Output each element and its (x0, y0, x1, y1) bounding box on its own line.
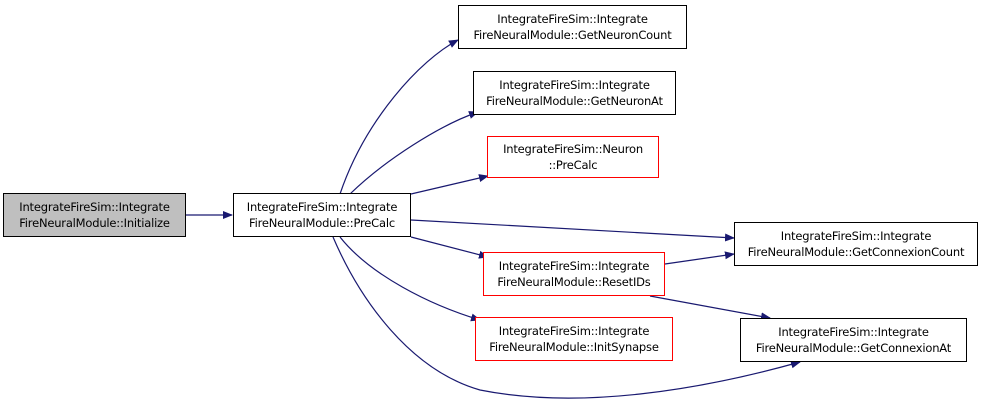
node-getneuronat-line1: IntegrateFireSim::Integrate (499, 78, 650, 92)
edge-precalc-to-getneuroncount (339, 39, 459, 195)
node-getneuroncount-line2: FireNeuralModule::GetNeuronCount (473, 28, 672, 42)
edge-precalc-to-getneuronat (349, 111, 479, 195)
node-precalc-line1: IntegrateFireSim::Integrate (246, 200, 398, 214)
node-initsynapse-line1: IntegrateFireSim::Integrate (498, 324, 650, 338)
edge-precalc-to-getconnexionat (332, 236, 801, 399)
node-neuron-precalc[interactable]: IntegrateFireSim::Neuron ::PreCalc (487, 136, 659, 178)
edge-precalc-to-resetids (410, 236, 489, 259)
edge-precalc-to-getconnexioncount (410, 219, 735, 242)
node-resetids[interactable]: IntegrateFireSim::Integrate FireNeuralMo… (483, 252, 665, 296)
node-initialize-line1: IntegrateFireSim::Integrate (19, 200, 170, 214)
node-getneuronat[interactable]: IntegrateFireSim::Integrate FireNeuralMo… (473, 71, 676, 115)
node-resetids-line1: IntegrateFireSim::Integrate (498, 259, 650, 273)
node-initsynapse[interactable]: IntegrateFireSim::Integrate FireNeuralMo… (475, 317, 673, 361)
edge-resetids-to-getconnexioncount (664, 251, 735, 265)
node-precalc-line2: FireNeuralModule::PreCalc (249, 216, 395, 230)
node-precalc[interactable]: IntegrateFireSim::Integrate FireNeuralMo… (233, 193, 411, 237)
node-getneuronat-line2: FireNeuralModule::GetNeuronAt (486, 94, 663, 108)
node-neuron-precalc-line2: ::PreCalc (548, 158, 598, 172)
node-initsynapse-line2: FireNeuralModule::InitSynapse (489, 340, 659, 354)
node-getconnexioncount[interactable]: IntegrateFireSim::Integrate FireNeuralMo… (734, 222, 978, 266)
edge-precalc-to-neuron-precalc (410, 174, 489, 195)
node-getconnexionat-line1: IntegrateFireSim::Integrate (778, 325, 929, 339)
node-getneuroncount-line1: IntegrateFireSim::Integrate (497, 12, 648, 26)
node-initialize: IntegrateFireSim::Integrate FireNeuralMo… (3, 193, 186, 237)
node-getconnexioncount-line2: FireNeuralModule::GetConnexionCount (747, 245, 965, 259)
node-getconnexionat[interactable]: IntegrateFireSim::Integrate FireNeuralMo… (740, 318, 967, 362)
edge-precalc-to-initsynapse (339, 236, 481, 322)
node-getneuroncount[interactable]: IntegrateFireSim::Integrate FireNeuralMo… (458, 5, 687, 49)
edge-resetids-to-getconnexionat (649, 295, 771, 321)
node-neuron-precalc-line1: IntegrateFireSim::Neuron (503, 142, 643, 156)
node-getconnexionat-line2: FireNeuralModule::GetConnexionAt (755, 341, 952, 355)
node-initialize-line2: FireNeuralModule::Initialize (19, 216, 170, 230)
node-getconnexioncount-line1: IntegrateFireSim::Integrate (780, 229, 932, 243)
node-resetids-line2: FireNeuralModule::ResetIDs (497, 275, 651, 289)
